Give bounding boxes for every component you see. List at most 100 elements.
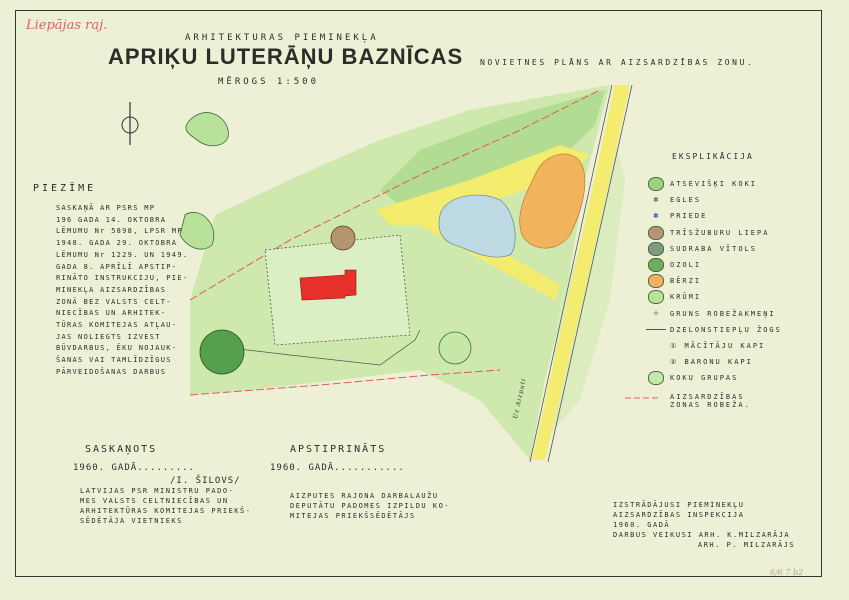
legend-item: AIZSARDZĪBAS ZONAS ROBEŽA.: [645, 386, 782, 409]
legend-label: AIZSARDZĪBAS ZONAS ROBEŽA.: [670, 392, 751, 409]
legend-label: ATSEVIŠĶI KOKI: [670, 180, 758, 189]
archive-stamp: 6/6 7 b2: [770, 568, 804, 577]
boundary-stone-icon: +: [652, 308, 660, 320]
legend-item: ① MĀCĪTĀJU KAPI: [645, 338, 782, 354]
legend-label: SUDRABA VĪTOLS: [670, 244, 758, 253]
author-block: IZSTRĀDĀJUSI PIEMINEKĻU AIZSARDZĪBAS INS…: [613, 500, 795, 550]
note-line: MINEKĻA AIZSARDZĪBAS: [56, 285, 167, 294]
scale-label: MĒROGS 1:500: [218, 77, 320, 87]
legend-label: BĒRZI: [670, 277, 702, 286]
signature: /I. ŠILOVS/: [170, 476, 241, 486]
note-heading: PIEZĪME: [33, 183, 97, 194]
approved-left-line: LATVIJAS PSR MINISTRU PADO-: [80, 487, 235, 495]
legend-item: ✱ PRIEDE: [645, 208, 782, 224]
legend-item: ② BARONU KAPI: [645, 354, 782, 370]
legend-item: + GRUNS ROBEŽAKMEŅI: [645, 306, 782, 322]
note-line: NIECĪBAS UN ARHITEK-: [56, 309, 167, 318]
approved-left-line: ARHITEKTŪRAS KOMITEJAS PRIEKŠ-: [80, 507, 252, 515]
note-text: SASKAŅĀ AR PSRS MP 196 GADA 14. OKTOBRA …: [56, 203, 189, 379]
subtitle: NOVIETNES PLĀNS AR AIZSARDZĪBAS ZONU.: [480, 58, 755, 67]
author-line: IZSTRĀDĀJUSI PIEMINEKĻU: [613, 501, 745, 509]
author-line: 1960. GADĀ: [613, 521, 671, 529]
legend-label: ② BARONU KAPI: [670, 358, 753, 367]
region-label: Liepājas raj.: [26, 18, 108, 33]
birch-grove: [519, 153, 586, 249]
legend-item: ✱ EGLES: [645, 192, 782, 208]
barbed-fence: [204, 329, 421, 366]
page-title: APRIĶU LUTERĀŅU BAZNĪCAS: [108, 44, 464, 69]
legend-heading: EKSPLIKĀCIJA: [672, 152, 754, 161]
note-line: SASKAŅĀ AR PSRS MP: [56, 204, 156, 212]
legend-item: KOKU GRUPAS: [645, 370, 782, 386]
approved-mid-line: MITEJAS PRIEKŠSĒDĒTĀJS: [290, 512, 416, 520]
note-line: RINĀTO INSTRUKCIJU, PIE-: [56, 274, 189, 283]
note-line: TŪRAS KOMITEJAS ATĻAU-: [56, 321, 178, 330]
legend-label: KOKU GRUPAS: [670, 374, 739, 383]
legend-label: EGLES: [670, 196, 702, 205]
legend-item: TRĪSŽUBURU LIEPA: [645, 225, 782, 241]
legend-item: KRŪMI: [645, 289, 782, 305]
tree-icon: [645, 177, 667, 192]
note-line: JAS NOLIEGTS IZVEST: [56, 332, 161, 341]
legend-item: BĒRZI: [645, 273, 782, 289]
note-line: GADA 8. APRĪLĪ APSTIP-: [56, 262, 178, 271]
protection-zone-boundary-south: [189, 369, 501, 396]
protection-zone-boundary: [189, 89, 601, 301]
legend-number-marker: [645, 339, 667, 353]
birch-icon: [645, 274, 667, 289]
approved-left-line: SĒDĒTĀJA VIETNIEKS: [80, 517, 183, 525]
approved-mid-date: 1960. GADĀ...........: [270, 463, 405, 473]
approved-left-line: MES VALSTS CELTNIECĪBAS UN: [80, 497, 229, 505]
note-line: 1948. GADA 29. OKTOBRA: [56, 239, 178, 248]
legend-label: ① MĀCĪTĀJU KAPI: [670, 341, 766, 350]
legend-label: OZOLI: [670, 261, 702, 270]
pond: [438, 194, 516, 258]
legend-number-marker: [645, 355, 667, 369]
drawing-frame: [15, 10, 822, 577]
barbed-fence-icon: [645, 323, 667, 337]
pine-icon: ✱: [653, 211, 659, 222]
note-line: 196 GADA 14. OKTOBRA: [56, 215, 167, 224]
note-line: ZONĀ BEZ VALSTS CELT-: [56, 297, 172, 306]
legend-item: OZOLI: [645, 257, 782, 273]
willow-icon: [645, 241, 667, 256]
lower-road: [400, 210, 560, 300]
legend: ATSEVIŠĶI KOKI ✱ EGLES ✱ PRIEDE TRĪSŽUBURU LI…: [645, 176, 782, 409]
side-road: [375, 145, 590, 225]
author-line: ARH. P. MILZARĀJS: [698, 541, 796, 549]
approved-mid-line: AIZPUTES RAJONA DARBALAUŽU: [290, 492, 439, 500]
legend-item: SUDRABA VĪTOLS: [645, 241, 782, 257]
tree-group: [179, 212, 215, 250]
oak-tree: [199, 329, 245, 375]
legend-label: PRIEDE: [670, 212, 708, 221]
road-edge: [547, 84, 633, 463]
legend-label: GRUNS ROBEŽAKMEŅI: [670, 309, 776, 318]
approved-left-date: 1960. GADĀ.........: [73, 463, 195, 473]
approved-left-heading: SASKAŅOTS: [85, 444, 158, 455]
linden-icon: [645, 225, 667, 240]
note-line: PĀRVEIDOŠANAS DARBUS: [56, 367, 167, 376]
tree-group-icon: [645, 371, 667, 386]
legend-item: ATSEVIŠĶI KOKI: [645, 176, 782, 192]
legend-label: TRĪSŽUBURU LIEPA: [670, 228, 770, 237]
tree-group: [438, 331, 472, 365]
approved-mid-line: DEPUTĀTU PADOMES IZPILDU KO-: [290, 502, 451, 510]
note-line: LĒMUMU Nr 5898, LPSR MP: [56, 227, 183, 236]
zone-boundary-icon: [645, 388, 667, 402]
main-road: [532, 85, 630, 460]
author-line: DARBUS VEIKUSI ARH. K.MILZARĀJA: [613, 531, 791, 539]
linden-tree: [330, 225, 356, 251]
forest-area: [380, 90, 605, 205]
tree-group: [185, 112, 229, 147]
approved-left: SASKAŅOTS 1960. GADĀ......... /I. ŠILOVS…: [73, 444, 251, 526]
author-line: AIZSARDZĪBAS INSPEKCIJA: [613, 511, 745, 519]
legend-item: DZELONSTIEPĻU ŽOGS: [645, 322, 782, 338]
approved-mid-heading: APSTIPRINĀTS: [290, 444, 387, 455]
spruce-icon: ✱: [653, 195, 659, 206]
road-edge: [529, 84, 613, 463]
note-line: ŠANAS VAI TAMLĪDZĪGUS: [56, 356, 172, 365]
legend-label: KRŪMI: [670, 293, 702, 302]
note-line: BŪVDARBUS, ĒKU NOJAUK-: [56, 344, 178, 353]
